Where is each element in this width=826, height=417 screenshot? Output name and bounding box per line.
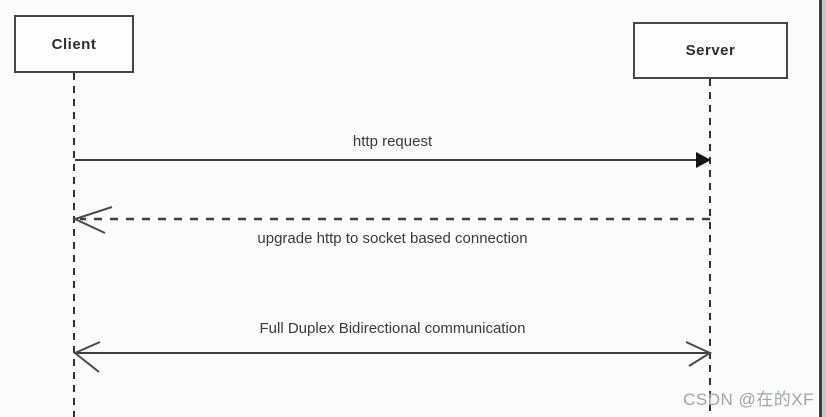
actor-box-client: Client [14, 15, 134, 73]
full-duplex-arrowhead-left [73, 341, 101, 373]
http-request-arrowhead [696, 152, 711, 168]
right-edge-gray-strip [822, 0, 826, 417]
actor-label-client: Client [51, 35, 97, 53]
csdn-watermark: CSDN @在的XF [683, 390, 814, 409]
message-label-http-request: http request [352, 133, 433, 150]
message-label-full-duplex: Full Duplex Bidirectional communication [259, 320, 526, 337]
actor-box-server: Server [633, 22, 788, 79]
full-duplex-arrowhead-right [685, 341, 713, 367]
message-label-upgrade: upgrade http to socket based connection [257, 230, 528, 247]
right-edge-dark-line [819, 0, 822, 417]
actor-label-server: Server [685, 42, 736, 59]
